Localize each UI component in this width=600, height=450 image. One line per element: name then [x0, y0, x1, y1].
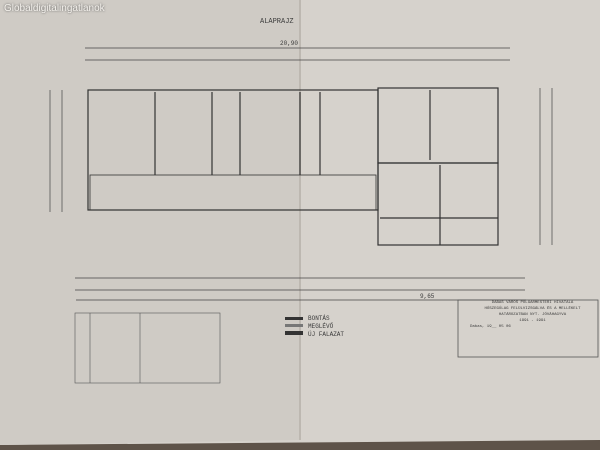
- stamp-line1: HÓSZEGÚLAG FELÜLVIZSGÁLVA ÉS A MELLÉKELT: [484, 307, 581, 311]
- overall-width: 20,90: [280, 40, 299, 47]
- plan-title: ALAPRAJZ: [260, 18, 294, 26]
- dimension-lines: [49, 47, 553, 301]
- approval-stamp: [457, 299, 599, 358]
- legend: BONTÁS MEGLÉVŐ ÚJ FALAZAT: [308, 315, 344, 339]
- building-outline: [87, 87, 499, 246]
- stamp-date: 1991 - 1991: [519, 319, 546, 323]
- stamp-office: DABAS VÁROS POLGÁRMESTERI HIVATALA: [491, 301, 574, 305]
- overall-depth: 9,65: [420, 293, 435, 300]
- legend-item: BONTÁS: [308, 315, 330, 322]
- stamp-sign: Dabas, 19__ 05 06: [470, 325, 511, 329]
- legend-swatches: [285, 317, 303, 335]
- legend-item: ÚJ FALAZAT: [308, 331, 345, 338]
- legend-table: [74, 312, 221, 384]
- stamp-text: DABAS VÁROS POLGÁRMESTERI HIVATALA HÓSZE…: [470, 300, 595, 330]
- stamp-line2: HATÁROZATBAN NYT. JÓVÁHAGYVA: [498, 313, 567, 317]
- legend-item: MEGLÉVŐ: [308, 323, 334, 330]
- watermark: Globaldigitalingatlanok: [4, 3, 105, 14]
